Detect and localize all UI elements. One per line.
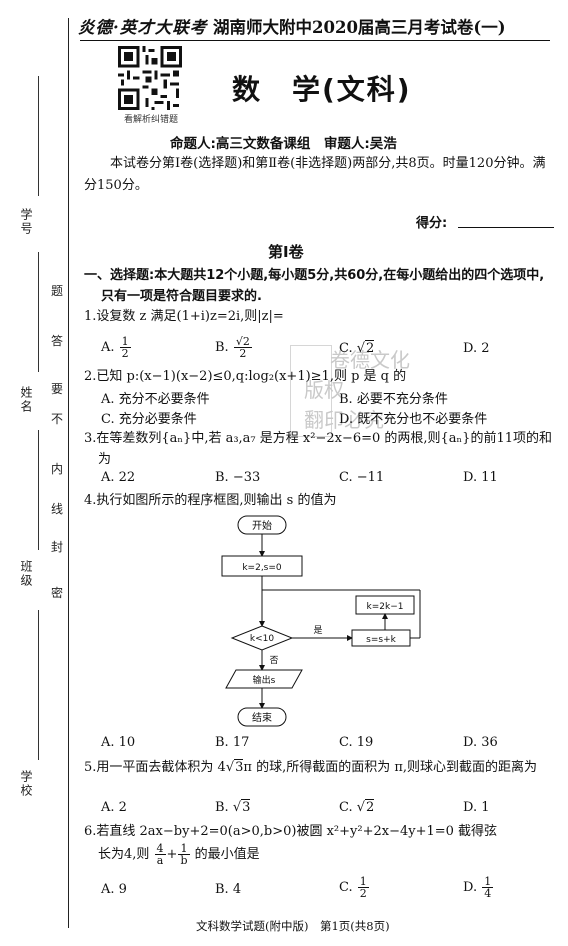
seal-char: 线 xyxy=(50,502,63,516)
field-line-name xyxy=(38,252,39,372)
watermark-box xyxy=(290,345,332,437)
question-2-stem: 2.已知 p:(x−1)(x−2)≤0,q:log₂(x+1)≥1,则 p 是 … xyxy=(84,369,407,384)
field-label-school: 学校 xyxy=(19,770,33,798)
question-4-stem: 4.执行如图所示的程序框图,则输出 s 的值为 xyxy=(84,493,337,508)
question-5-option-b[interactable]: B. √3 xyxy=(215,799,251,815)
subject-title: 数 学(文科) xyxy=(232,73,412,106)
watermark-line: 版权 xyxy=(304,378,344,402)
seal-char: 不 xyxy=(50,412,63,426)
watermark-line: 翻印必究 xyxy=(304,408,384,432)
question-2-option-a[interactable]: A. 充分不必要条件 xyxy=(101,392,210,407)
header-rule xyxy=(80,40,550,41)
flow-no-label: 否 xyxy=(269,655,278,666)
authors-line: 命题人:高三文数备课组 审题人:吴浩 xyxy=(170,136,397,152)
field-label-class: 班级 xyxy=(19,560,33,588)
exam-title: 湖南师大附中2020届高三月考试卷(一) xyxy=(213,18,506,37)
question-5-stem: 5.用一平面去截体积为 4√3π 的球,所得截面的面积为 π,则球心到截面的距离… xyxy=(84,759,538,775)
volume-title: 第Ⅰ卷 xyxy=(268,243,304,261)
question-5-option-d[interactable]: D. 1 xyxy=(463,800,490,815)
field-line-student-id xyxy=(38,76,39,196)
flow-update-s-label: s=s+k xyxy=(366,635,396,645)
question-4-option-b[interactable]: B. 17 xyxy=(215,735,250,750)
seal-char: 题 xyxy=(50,284,63,298)
flow-condition-label: k<10 xyxy=(250,634,274,644)
flow-output-node xyxy=(225,669,303,689)
flow-yes-label: 是 xyxy=(313,625,322,636)
question-5-option-a[interactable]: A. 2 xyxy=(101,800,127,815)
question-3-option-b[interactable]: B. −33 xyxy=(215,470,261,485)
field-label-student-id: 学号 xyxy=(19,208,33,236)
page-footer: 文科数学试题(附中版) 第1页(共8页) xyxy=(196,919,390,933)
field-line-class xyxy=(38,430,39,550)
question-5-option-c[interactable]: C. √2 xyxy=(339,799,375,815)
question-1-stem: 1.设复数 z 满足(1+i)z=2i,则|z|= xyxy=(84,309,284,324)
seal-char: 内 xyxy=(50,462,63,476)
field-label-name: 姓名 xyxy=(19,386,33,414)
seal-char: 要 xyxy=(50,382,63,396)
flow-start-label: 开始 xyxy=(252,519,272,532)
question-3-stem: 3.在等差数列{aₙ}中,若 a₃,a₇ 是方程 x²−2x−6=0 的两根,则… xyxy=(84,431,552,467)
question-3-option-c[interactable]: C. −11 xyxy=(339,470,385,485)
question-1-option-c[interactable]: C. √2 xyxy=(339,340,375,356)
question-1-option-d[interactable]: D. 2 xyxy=(463,341,490,356)
seal-char: 答 xyxy=(50,334,63,348)
seal-char: 密 xyxy=(50,586,63,600)
copyright-watermark: 卷德文化 版权 翻印必究 xyxy=(290,345,420,445)
qr-caption: 看解析纠错题 xyxy=(123,115,178,125)
exam-instructions: 本试卷分第Ⅰ卷(选择题)和第Ⅱ卷(非选择题)两部分,共8页。时量120分钟。满分… xyxy=(84,156,546,193)
question-4-option-c[interactable]: C. 19 xyxy=(339,735,374,750)
binding-line xyxy=(68,18,69,928)
flow-end-node xyxy=(237,707,287,727)
question-6-option-a[interactable]: A. 9 xyxy=(101,882,127,897)
section-title: 一、选择题:本大题共12个小题,每小题5分,共60分,在每小题给出的四个选项中,… xyxy=(84,268,545,304)
field-line-school xyxy=(38,610,39,760)
exam-header: 炎德·英才大联考 湖南师大附中2020届高三月考试卷(一) xyxy=(78,14,506,38)
score-blank[interactable] xyxy=(458,227,554,228)
flow-end-label: 结束 xyxy=(252,711,272,724)
question-4-option-d[interactable]: D. 36 xyxy=(463,735,498,750)
seal-char: 封 xyxy=(50,540,63,554)
program-flowchart: 开始 k=2,s=0 k=2k−1 k<10 是 s=s+k 否 输出s 结束 xyxy=(221,515,421,727)
qr-code-icon[interactable] xyxy=(118,46,182,110)
question-6-option-b[interactable]: B. 4 xyxy=(215,882,242,897)
question-3-option-d[interactable]: D. 11 xyxy=(463,470,498,485)
question-4-option-a[interactable]: A. 10 xyxy=(101,735,136,750)
watermark-line: 卷德文化 xyxy=(330,348,410,372)
flow-output-label: 输出s xyxy=(253,674,276,686)
question-2-option-b[interactable]: B. 必要不充分条件 xyxy=(339,392,448,407)
score-label: 得分: xyxy=(416,216,448,231)
question-3-option-a[interactable]: A. 22 xyxy=(101,470,136,485)
flow-init-label: k=2,s=0 xyxy=(242,563,282,573)
question-2-option-d[interactable]: D. 既不充分也不必要条件 xyxy=(339,412,488,427)
flow-update-k-label: k=2k−1 xyxy=(367,602,404,612)
brand-name: 炎德·英才大联考 xyxy=(78,18,208,37)
question-2-option-c[interactable]: C. 充分必要条件 xyxy=(101,412,197,427)
question-6-stem-line1: 6.若直线 2ax−by+2=0(a>0,b>0)被圆 x²+y²+2x−4y+… xyxy=(84,824,498,839)
